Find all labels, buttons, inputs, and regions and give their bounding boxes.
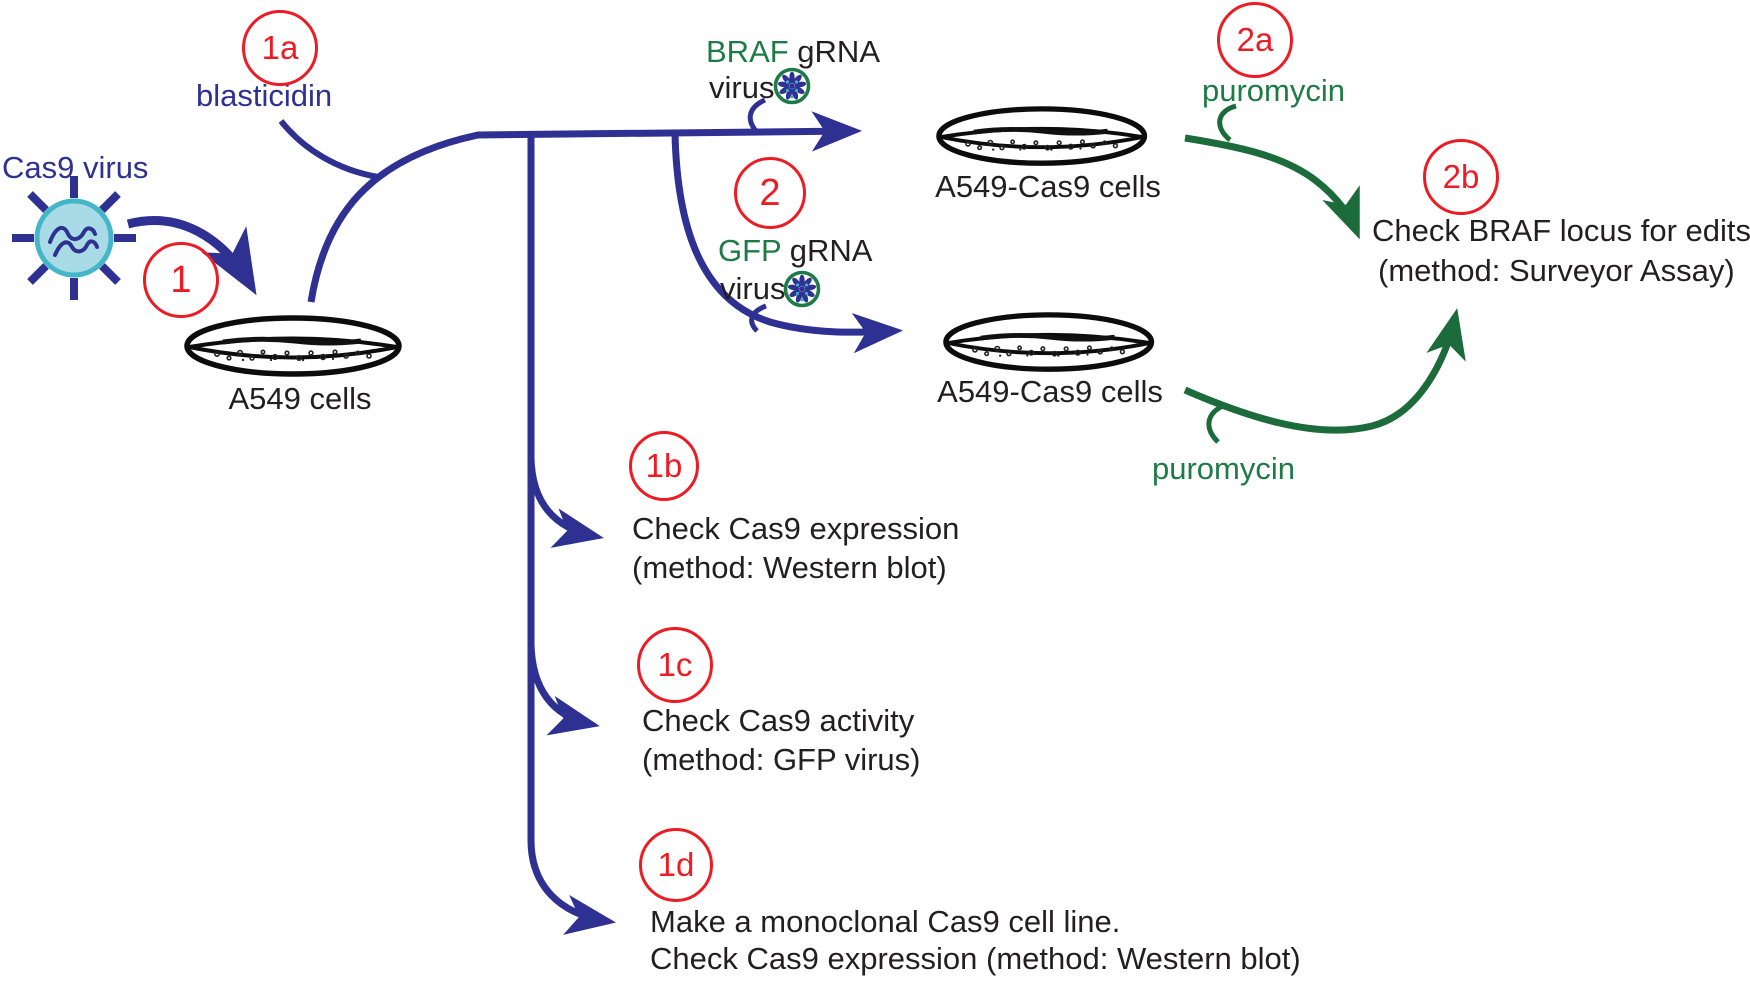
step-1b-line2: (method: Western blot) [632, 550, 947, 585]
blasticidin-label: blasticidin [196, 78, 333, 113]
dish-bottom-label: A549-Cas9 cells [937, 374, 1163, 409]
step-1d-line1: Make a monoclonal Cas9 cell line. [650, 904, 1121, 939]
arrow-virus-to-dish1 [126, 216, 257, 296]
step-1a-badge: 1a [242, 10, 318, 86]
cas9-virus-label: Cas9 virus [2, 150, 149, 185]
petri-dish-a549 [187, 318, 399, 374]
step-1c-annotation: Check Cas9 activity (method: GFP virus) [642, 701, 921, 779]
gfp-virus-word: virus [720, 271, 786, 306]
dish1-label: A549 cells [228, 381, 372, 416]
braf-grna-virus-icon [773, 67, 811, 105]
gfp-grna-virus-icon [783, 270, 821, 308]
step-1c-line1: Check Cas9 activity [642, 703, 915, 738]
main-flow-line [307, 111, 863, 303]
step-1c-badge: 1c [637, 627, 713, 703]
cas9-virus-icon [12, 176, 136, 300]
puromycin-arrow-top [1184, 134, 1360, 240]
vertical-drop-line [527, 134, 616, 935]
braf-virus-hook [747, 97, 767, 133]
puromycin-top-label: puromycin [1202, 73, 1345, 108]
step-2b-annotation: Check BRAF locus for edits (method: Surv… [1372, 211, 1750, 291]
green-selection-arrows [1183, 103, 1466, 444]
step-1d-line2: Check Cas9 expression (method: Western b… [650, 941, 1301, 976]
navy-flow-lines [126, 97, 904, 935]
step-1b-line1: Check Cas9 expression [632, 511, 960, 546]
braf-grna-suffix: gRNA [788, 34, 880, 69]
branch-1b [527, 457, 604, 548]
step-1b-annotation: Check Cas9 expression (method: Western b… [632, 509, 959, 587]
petri-dish-a549-cas9-top [939, 109, 1145, 163]
gfp-branch [671, 132, 904, 354]
puromycin-bottom-label: puromycin [1152, 451, 1295, 486]
branch-1c [527, 643, 600, 736]
step-2b-line1: Check BRAF locus for edits [1372, 213, 1750, 248]
gfp-grna-label: GFP gRNA [718, 232, 872, 270]
step-1d-badge: 1d [639, 828, 713, 902]
step-1d-annotation: Make a monoclonal Cas9 cell line. Check … [650, 903, 1301, 977]
puromycin-hook-top [1217, 103, 1237, 142]
braf-grna-label: BRAF gRNA [706, 33, 880, 71]
step-2b-line2: (method: Surveyor Assay) [1378, 253, 1735, 288]
puromycin-arrow-bottom [1183, 308, 1466, 434]
dish-top-label: A549-Cas9 cells [935, 169, 1161, 204]
step-1c-line2: (method: GFP virus) [642, 742, 921, 777]
step-2a-badge: 2a [1217, 2, 1293, 78]
gfp-virus-hook [749, 303, 767, 333]
step-1-badge: 1 [143, 242, 219, 318]
puromycin-hook-bottom [1206, 402, 1227, 444]
braf-gene-text: BRAF [706, 34, 789, 69]
step-1b-badge: 1b [629, 431, 699, 501]
step-2b-badge: 2b [1423, 139, 1499, 215]
step-2-badge: 2 [734, 157, 806, 229]
gfp-grna-suffix: gRNA [781, 233, 873, 268]
blasticidin-connector [278, 119, 379, 180]
gfp-gene-text: GFP [718, 233, 782, 268]
braf-virus-word: virus [709, 70, 775, 105]
petri-dish-a549-cas9-bottom [946, 315, 1152, 369]
